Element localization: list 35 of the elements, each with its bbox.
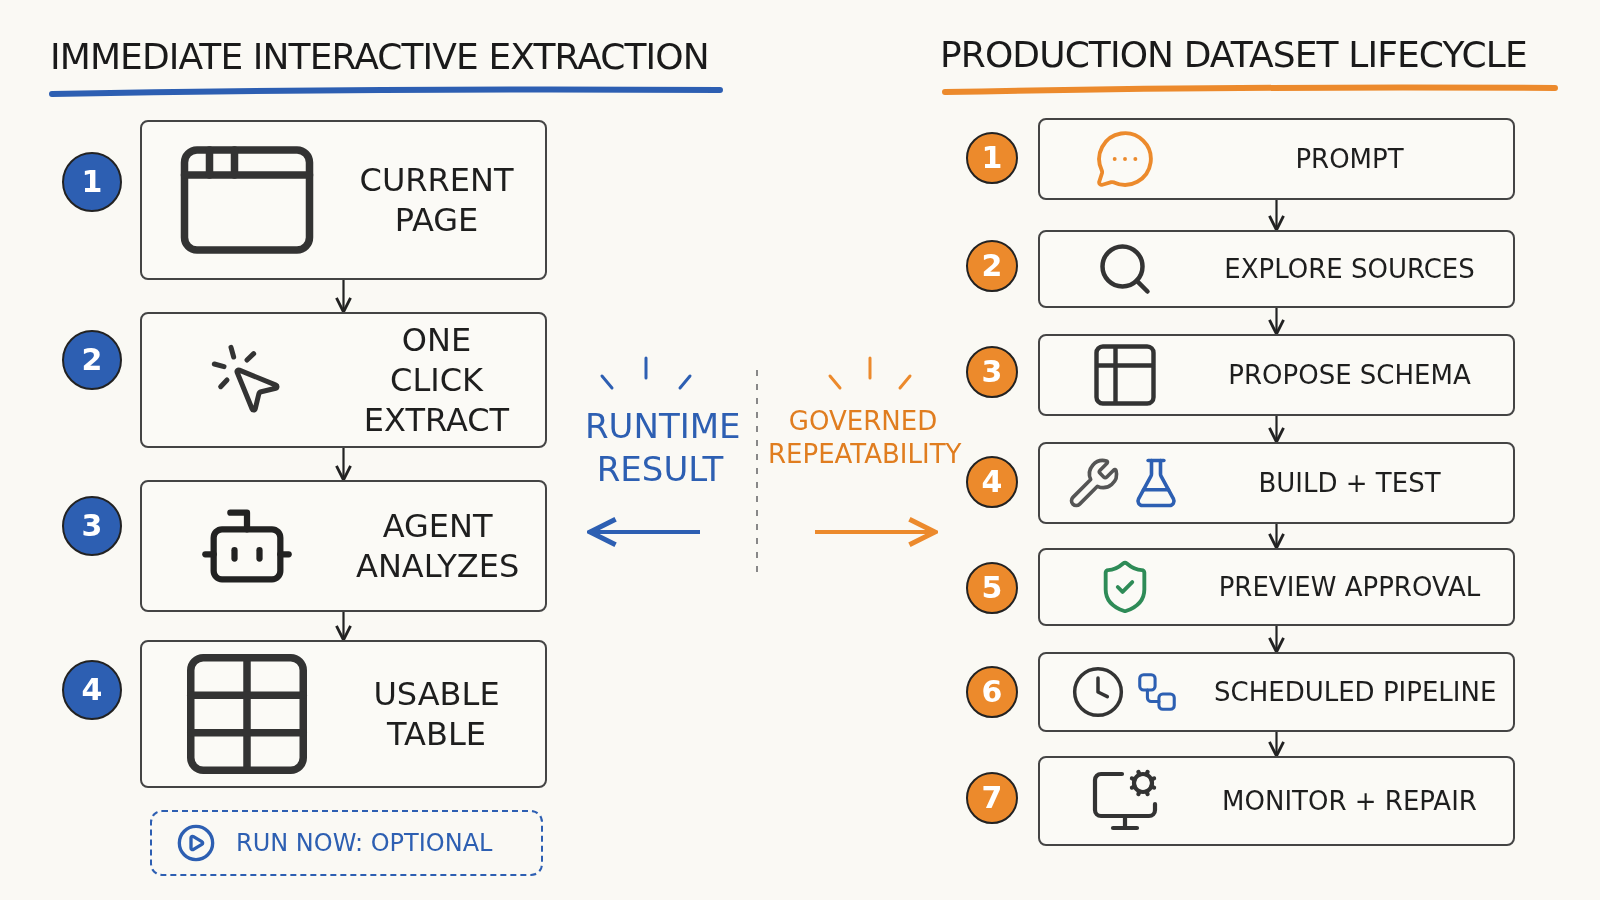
step-label: EXPLORE SOURCES (1224, 252, 1475, 286)
step-box (1038, 756, 1515, 846)
step-label: PROPOSE SCHEMA (1228, 358, 1471, 392)
step-box (140, 480, 547, 612)
step-label: CURRENT PAGE (358, 160, 515, 240)
step-label: USABLE TABLE (372, 674, 501, 754)
step-label: AGENT ANALYZES (356, 506, 520, 586)
step-box (140, 640, 547, 788)
step-box (1038, 334, 1515, 416)
section-heading: IMMEDIATE INTERACTIVE EXTRACTION (50, 35, 710, 79)
arrow (1268, 732, 1285, 758)
step-label: PROMPT (1295, 142, 1404, 176)
section-heading: PRODUCTION DATASET LIFECYCLE (940, 33, 1528, 77)
arrow (1268, 626, 1285, 654)
step-box (140, 312, 547, 448)
step-box (1038, 652, 1515, 732)
step-label: ONE CLICK EXTRACT (362, 320, 511, 440)
step-box (1038, 442, 1515, 524)
arrow (335, 448, 352, 482)
arrow (335, 280, 352, 314)
dashed-option-box (150, 810, 543, 876)
step-label: BUILD + TEST (1258, 466, 1441, 500)
step-label: SCHEDULED PIPELINE (1214, 675, 1497, 709)
step-box (1038, 548, 1515, 626)
option-label: RUN NOW: OPTIONAL (236, 828, 493, 859)
arrow (1268, 200, 1285, 232)
arrow (1268, 416, 1285, 444)
step-box (1038, 230, 1515, 308)
step-label: MONITOR + REPAIR (1222, 784, 1477, 818)
arrow (1268, 308, 1285, 336)
arrow (335, 612, 352, 642)
arrow (1268, 524, 1285, 550)
step-box (1038, 118, 1515, 200)
step-box (140, 120, 547, 280)
step-label: PREVIEW APPROVAL (1218, 570, 1481, 604)
